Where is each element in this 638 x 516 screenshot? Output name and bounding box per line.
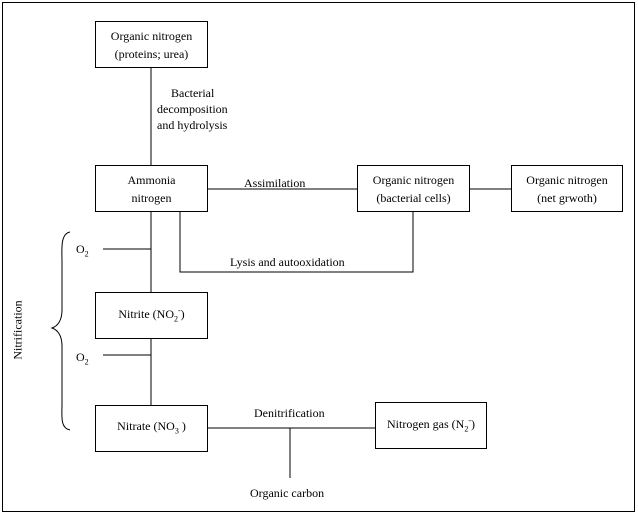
- box-nitrate: Nitrate (NO3 ): [95, 405, 208, 452]
- label-o2-lower: O2: [76, 349, 89, 370]
- nitrogen-gas-subscript: 2: [464, 424, 469, 434]
- nitrate-tail: ): [178, 418, 186, 433]
- nitrate-text: Nitrate (NO: [117, 418, 175, 433]
- box-label-line1: Ammonia: [127, 172, 176, 187]
- nitrite-formula: Nitrite (NO2-): [118, 302, 184, 328]
- label-o2-upper: O2: [76, 241, 89, 262]
- box-label-line2: (bacterial cells): [376, 190, 451, 205]
- label-bacterial-decomposition: Bacterial decomposition and hydrolysis: [157, 85, 228, 133]
- o2-subscript: 2: [84, 249, 89, 259]
- label-lysis-autooxidation: Lysis and autooxidation: [230, 255, 345, 269]
- label-line2: decomposition: [157, 102, 228, 116]
- o2-subscript: 2: [84, 357, 89, 367]
- nitrite-tail: ): [180, 307, 185, 322]
- label-organic-carbon: Organic carbon: [250, 486, 325, 500]
- box-label-line1: Organic nitrogen: [372, 172, 455, 187]
- line-lysis: [179, 212, 414, 273]
- label-line3: and hydrolysis: [157, 118, 228, 132]
- nitrite-subscript: 2: [173, 314, 178, 324]
- nitrogen-gas-formula: Nitrogen gas (N2-): [387, 412, 475, 438]
- nitrogen-gas-tail: ): [471, 417, 475, 432]
- nitrification-brace: [50, 231, 71, 431]
- label-nitrification: Nitrification: [10, 300, 25, 360]
- nitrogen-gas-superscript: -: [468, 416, 471, 426]
- nitrite-text: Nitrite (NO: [118, 307, 174, 322]
- box-organic-nitrogen-proteins: Organic nitrogen (proteins; urea): [95, 21, 208, 68]
- box-organic-nitrogen-net-growth: Organic nitrogen (net grwoth): [511, 165, 623, 212]
- nitrite-superscript: -: [177, 306, 181, 316]
- box-label-line1: Organic nitrogen: [526, 172, 608, 187]
- box-nitrite: Nitrite (NO2-): [95, 292, 208, 339]
- nitrate-subscript: 3: [174, 426, 179, 436]
- label-assimilation: Assimilation: [244, 176, 306, 190]
- box-label-line2: (proteins; urea): [114, 46, 189, 61]
- box-label-line2: nitrogen: [131, 190, 172, 205]
- box-ammonia-nitrogen: Ammonia nitrogen: [95, 165, 208, 212]
- box-nitrogen-gas: Nitrogen gas (N2-): [375, 402, 487, 449]
- label-denitrification: Denitrification: [254, 406, 325, 420]
- nitrogen-gas-text: Nitrogen gas (N: [387, 417, 465, 432]
- box-organic-nitrogen-bacterial-cells: Organic nitrogen (bacterial cells): [357, 165, 470, 212]
- box-label-line2: (net grwoth): [537, 190, 597, 205]
- o2-text: O: [76, 242, 85, 256]
- nitrate-formula: Nitrate (NO3 ): [117, 417, 186, 440]
- label-line1: Bacterial: [171, 86, 215, 100]
- o2-text: O: [76, 350, 85, 364]
- box-label-line1: Organic nitrogen: [110, 28, 193, 43]
